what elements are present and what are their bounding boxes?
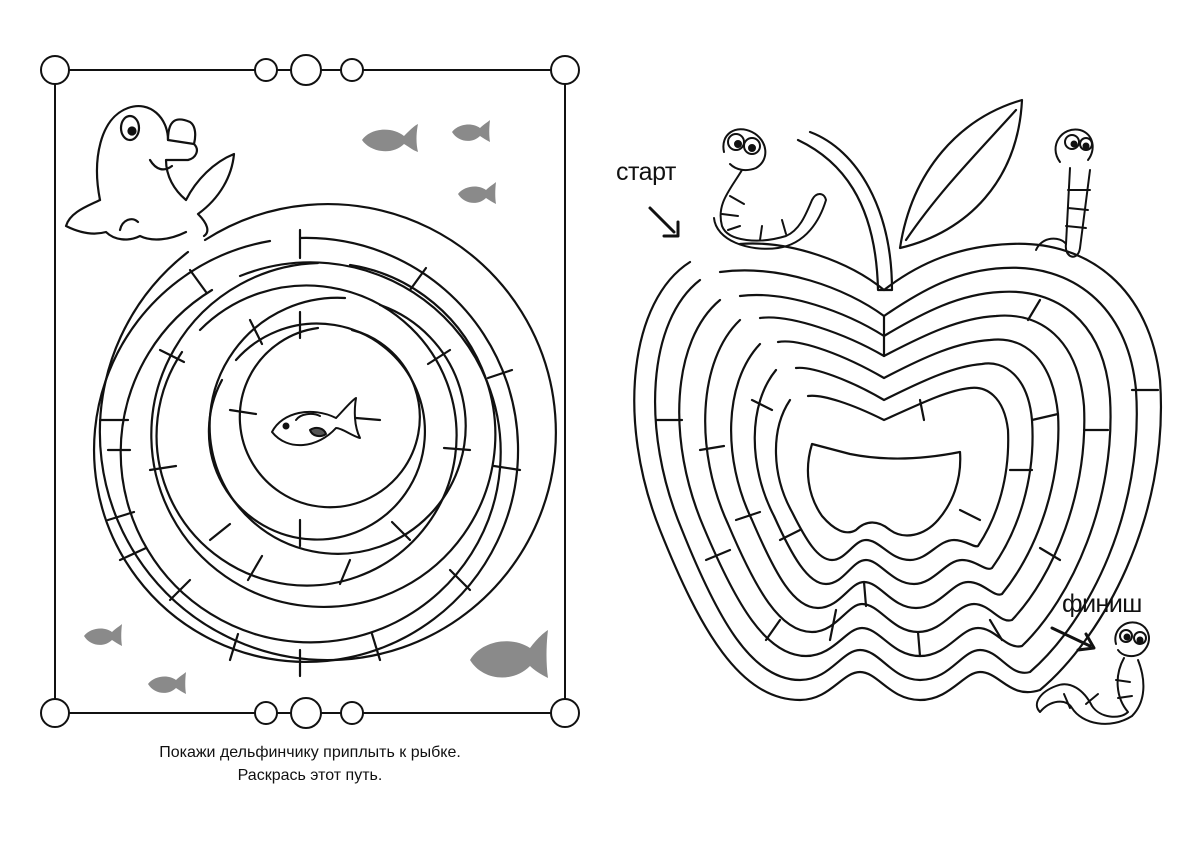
dolphin-drawing xyxy=(64,105,236,241)
start-label: старт xyxy=(616,158,676,186)
finish-arrow-icon xyxy=(1050,626,1096,652)
worm-start xyxy=(713,128,827,250)
finish-label: финиш xyxy=(1062,590,1142,618)
decor-fishes xyxy=(84,120,548,694)
worm-finish xyxy=(1035,621,1150,725)
left-frame xyxy=(40,54,580,729)
apple-maze xyxy=(633,98,1163,702)
circular-maze xyxy=(92,203,557,678)
worm-right xyxy=(1035,128,1094,258)
caption-line-2: Раскрась этот путь. xyxy=(237,767,383,784)
center-fish xyxy=(271,397,361,446)
start-arrow-icon xyxy=(648,206,680,238)
caption-line-1: Покажи дельфинчику приплыть к рыбке. xyxy=(159,744,461,761)
